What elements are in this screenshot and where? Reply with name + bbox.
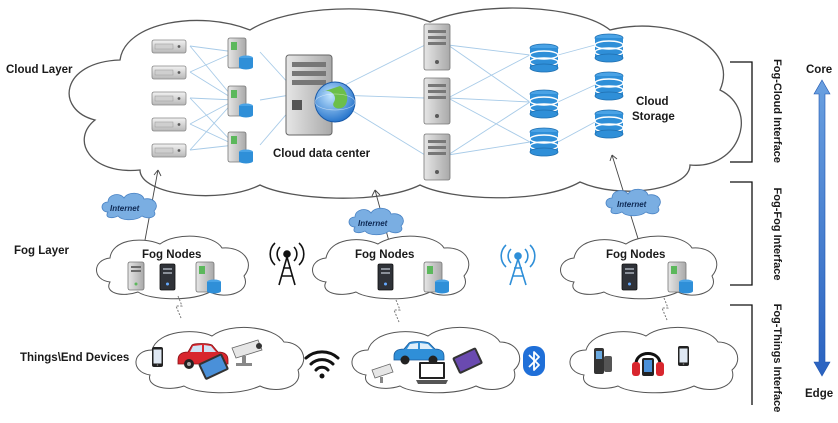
fog-node-servers-1 bbox=[127, 261, 222, 294]
server-rack-icon bbox=[151, 143, 187, 158]
edge-label: Edge bbox=[805, 388, 834, 400]
core-edge-arrow bbox=[813, 79, 831, 377]
laptop-icon bbox=[416, 362, 448, 384]
smartphone-icon bbox=[152, 347, 163, 367]
headphones-icon bbox=[632, 352, 664, 376]
tower-server-icon bbox=[159, 263, 176, 291]
fog-nodes-label-1: Fog Nodes bbox=[142, 249, 201, 261]
internet-cloud-2: Internet bbox=[348, 207, 404, 236]
barcode-scanner-icon bbox=[594, 348, 612, 374]
database-icon bbox=[594, 71, 624, 101]
database-icon bbox=[529, 89, 559, 119]
cloud-layer-label: Cloud Layer bbox=[6, 64, 73, 76]
bluetooth-icon bbox=[523, 346, 545, 376]
core-label: Core bbox=[806, 64, 833, 76]
fog-cloud-interface-label: Fog-Cloud Interface bbox=[771, 59, 783, 163]
fog-things-links bbox=[175, 295, 669, 323]
cloud-datacenter-label: Cloud data center bbox=[273, 148, 371, 160]
cctv-camera-icon bbox=[231, 339, 263, 366]
fog-cloud-3 bbox=[560, 235, 718, 300]
internet-label: Internet bbox=[110, 204, 140, 213]
internet-cloud-1: Internet bbox=[101, 192, 157, 221]
tablet-icon bbox=[452, 347, 483, 374]
cloud-links bbox=[189, 44, 596, 156]
tower-server-icon bbox=[127, 261, 145, 291]
internet-label: Internet bbox=[617, 200, 647, 209]
database-icon bbox=[594, 109, 624, 139]
database-icon bbox=[529, 43, 559, 73]
fog-nodes-label-2: Fog Nodes bbox=[355, 249, 414, 261]
fog-things-interface-label: Fog-Things Interface bbox=[771, 303, 783, 413]
database-icon bbox=[594, 33, 624, 63]
tower-server-icon bbox=[377, 263, 394, 291]
tablet-icon bbox=[198, 353, 229, 380]
radio-tower-icon bbox=[269, 242, 305, 286]
interface-brackets bbox=[730, 61, 753, 405]
fog-nodes-label-3: Fog Nodes bbox=[606, 249, 665, 261]
cloud-storage-label-1: Cloud bbox=[636, 96, 669, 108]
server-rack-icon bbox=[151, 65, 187, 80]
server-rack-icon bbox=[151, 91, 187, 106]
cloud-storage-label-2: Storage bbox=[632, 111, 675, 123]
globe-icon bbox=[314, 81, 356, 123]
internet-label: Internet bbox=[358, 219, 388, 228]
fog-fog-interface-label: Fog-Fog Interface bbox=[771, 187, 783, 281]
middle-servers bbox=[423, 23, 451, 181]
tower-server-icon bbox=[423, 133, 451, 181]
tower-server-icon bbox=[423, 77, 451, 125]
things-layer-label: Things\End Devices bbox=[20, 352, 130, 364]
fog-architecture-diagram: Cloud data center Cloud Storage Internet… bbox=[68, 7, 831, 405]
database-icon bbox=[529, 127, 559, 157]
smartphone-icon bbox=[678, 346, 689, 366]
tower-server-icon bbox=[621, 263, 638, 291]
radio-tower-icon bbox=[500, 244, 536, 286]
server-rack-icon bbox=[151, 117, 187, 132]
wifi-icon bbox=[304, 350, 340, 379]
cctv-camera-icon bbox=[371, 363, 394, 383]
tower-server-icon bbox=[423, 23, 451, 71]
fog-layer-label: Fog Layer bbox=[14, 245, 69, 257]
internet-cloud-3: Internet bbox=[605, 188, 661, 217]
server-rack-icon bbox=[151, 39, 187, 54]
